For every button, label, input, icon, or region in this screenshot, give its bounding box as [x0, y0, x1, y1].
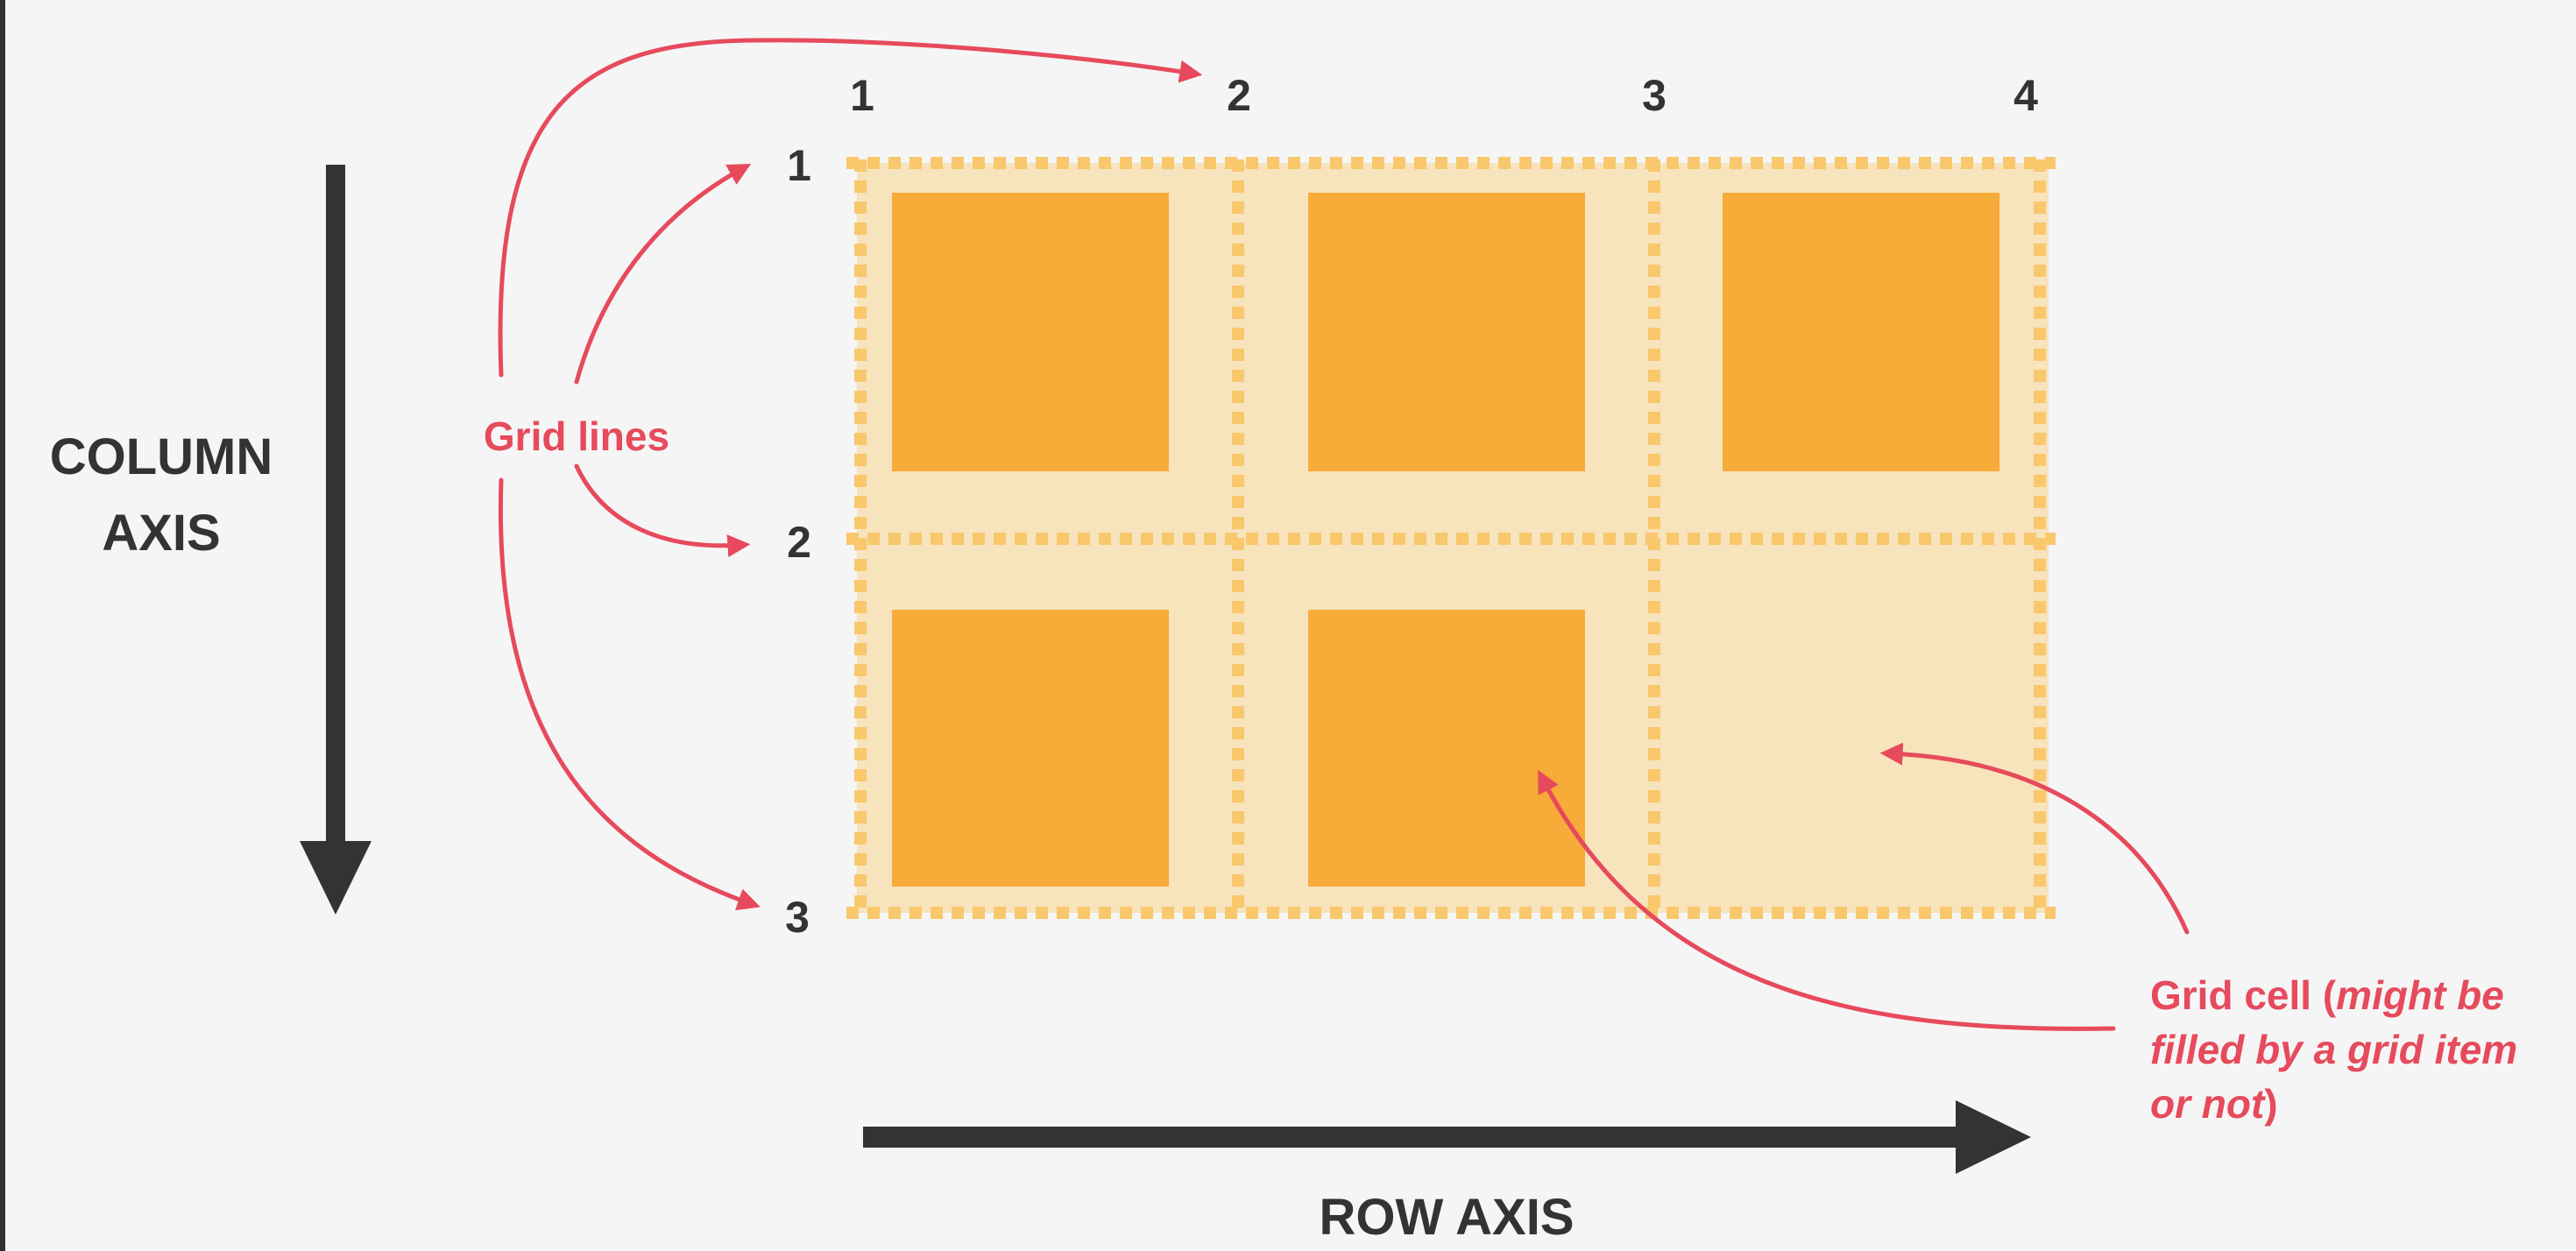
column-line-number-4: 4: [2013, 71, 2038, 120]
grid-item-r1-c3: [1723, 193, 1999, 471]
grid-cell-label-line1-italic: might be: [2336, 972, 2504, 1018]
arrow-to-row-line-1: [574, 164, 752, 385]
row-line-number-3: 3: [785, 893, 810, 942]
row-line-number-2: 2: [787, 518, 811, 567]
arrow-to-column-line-2: [498, 38, 1203, 378]
grid-cell-label-line2: filled by a grid item: [2150, 1027, 2517, 1072]
grid-cell-label-line1-normal: Grid cell (: [2150, 972, 2337, 1018]
grid-item-r1-c1: [892, 193, 1169, 471]
grid-cell-label-line3-italic: or not: [2150, 1081, 2266, 1127]
row-line-number-1: 1: [787, 141, 811, 190]
arrow-to-row-line-3: [498, 477, 761, 911]
grid-item-r2-c1: [892, 610, 1169, 887]
column-line-number-1: 1: [850, 71, 874, 120]
grid-cell-label-line1: Grid cell (might be: [2150, 972, 2504, 1018]
left-edge-bar: [0, 0, 5, 1251]
arrow-to-row-line-2: [574, 463, 751, 558]
arrow-to-empty-grid-cell: [1879, 742, 2190, 935]
grid-items: [892, 193, 1999, 887]
column-line-number-2: 2: [1227, 71, 1251, 120]
grid-cell-label-line3: or not): [2150, 1081, 2278, 1127]
grid-cell-label-line3-normal: ): [2264, 1081, 2277, 1127]
grid-item-r2-c2: [1308, 610, 1585, 887]
grid-item-r1-c2: [1308, 193, 1585, 471]
arrow-to-grid-item: [1538, 769, 2116, 1031]
column-axis-arrow: [300, 165, 372, 915]
grid-lines-label: Grid lines: [484, 413, 669, 459]
column-line-number-3: 3: [1642, 71, 1667, 120]
row-axis-arrow: [863, 1100, 2031, 1174]
column-axis-label-line1: COLUMN: [50, 428, 273, 485]
column-axis-label-line2: AXIS: [102, 505, 220, 562]
row-axis-label: ROW AXIS: [1319, 1189, 1574, 1246]
